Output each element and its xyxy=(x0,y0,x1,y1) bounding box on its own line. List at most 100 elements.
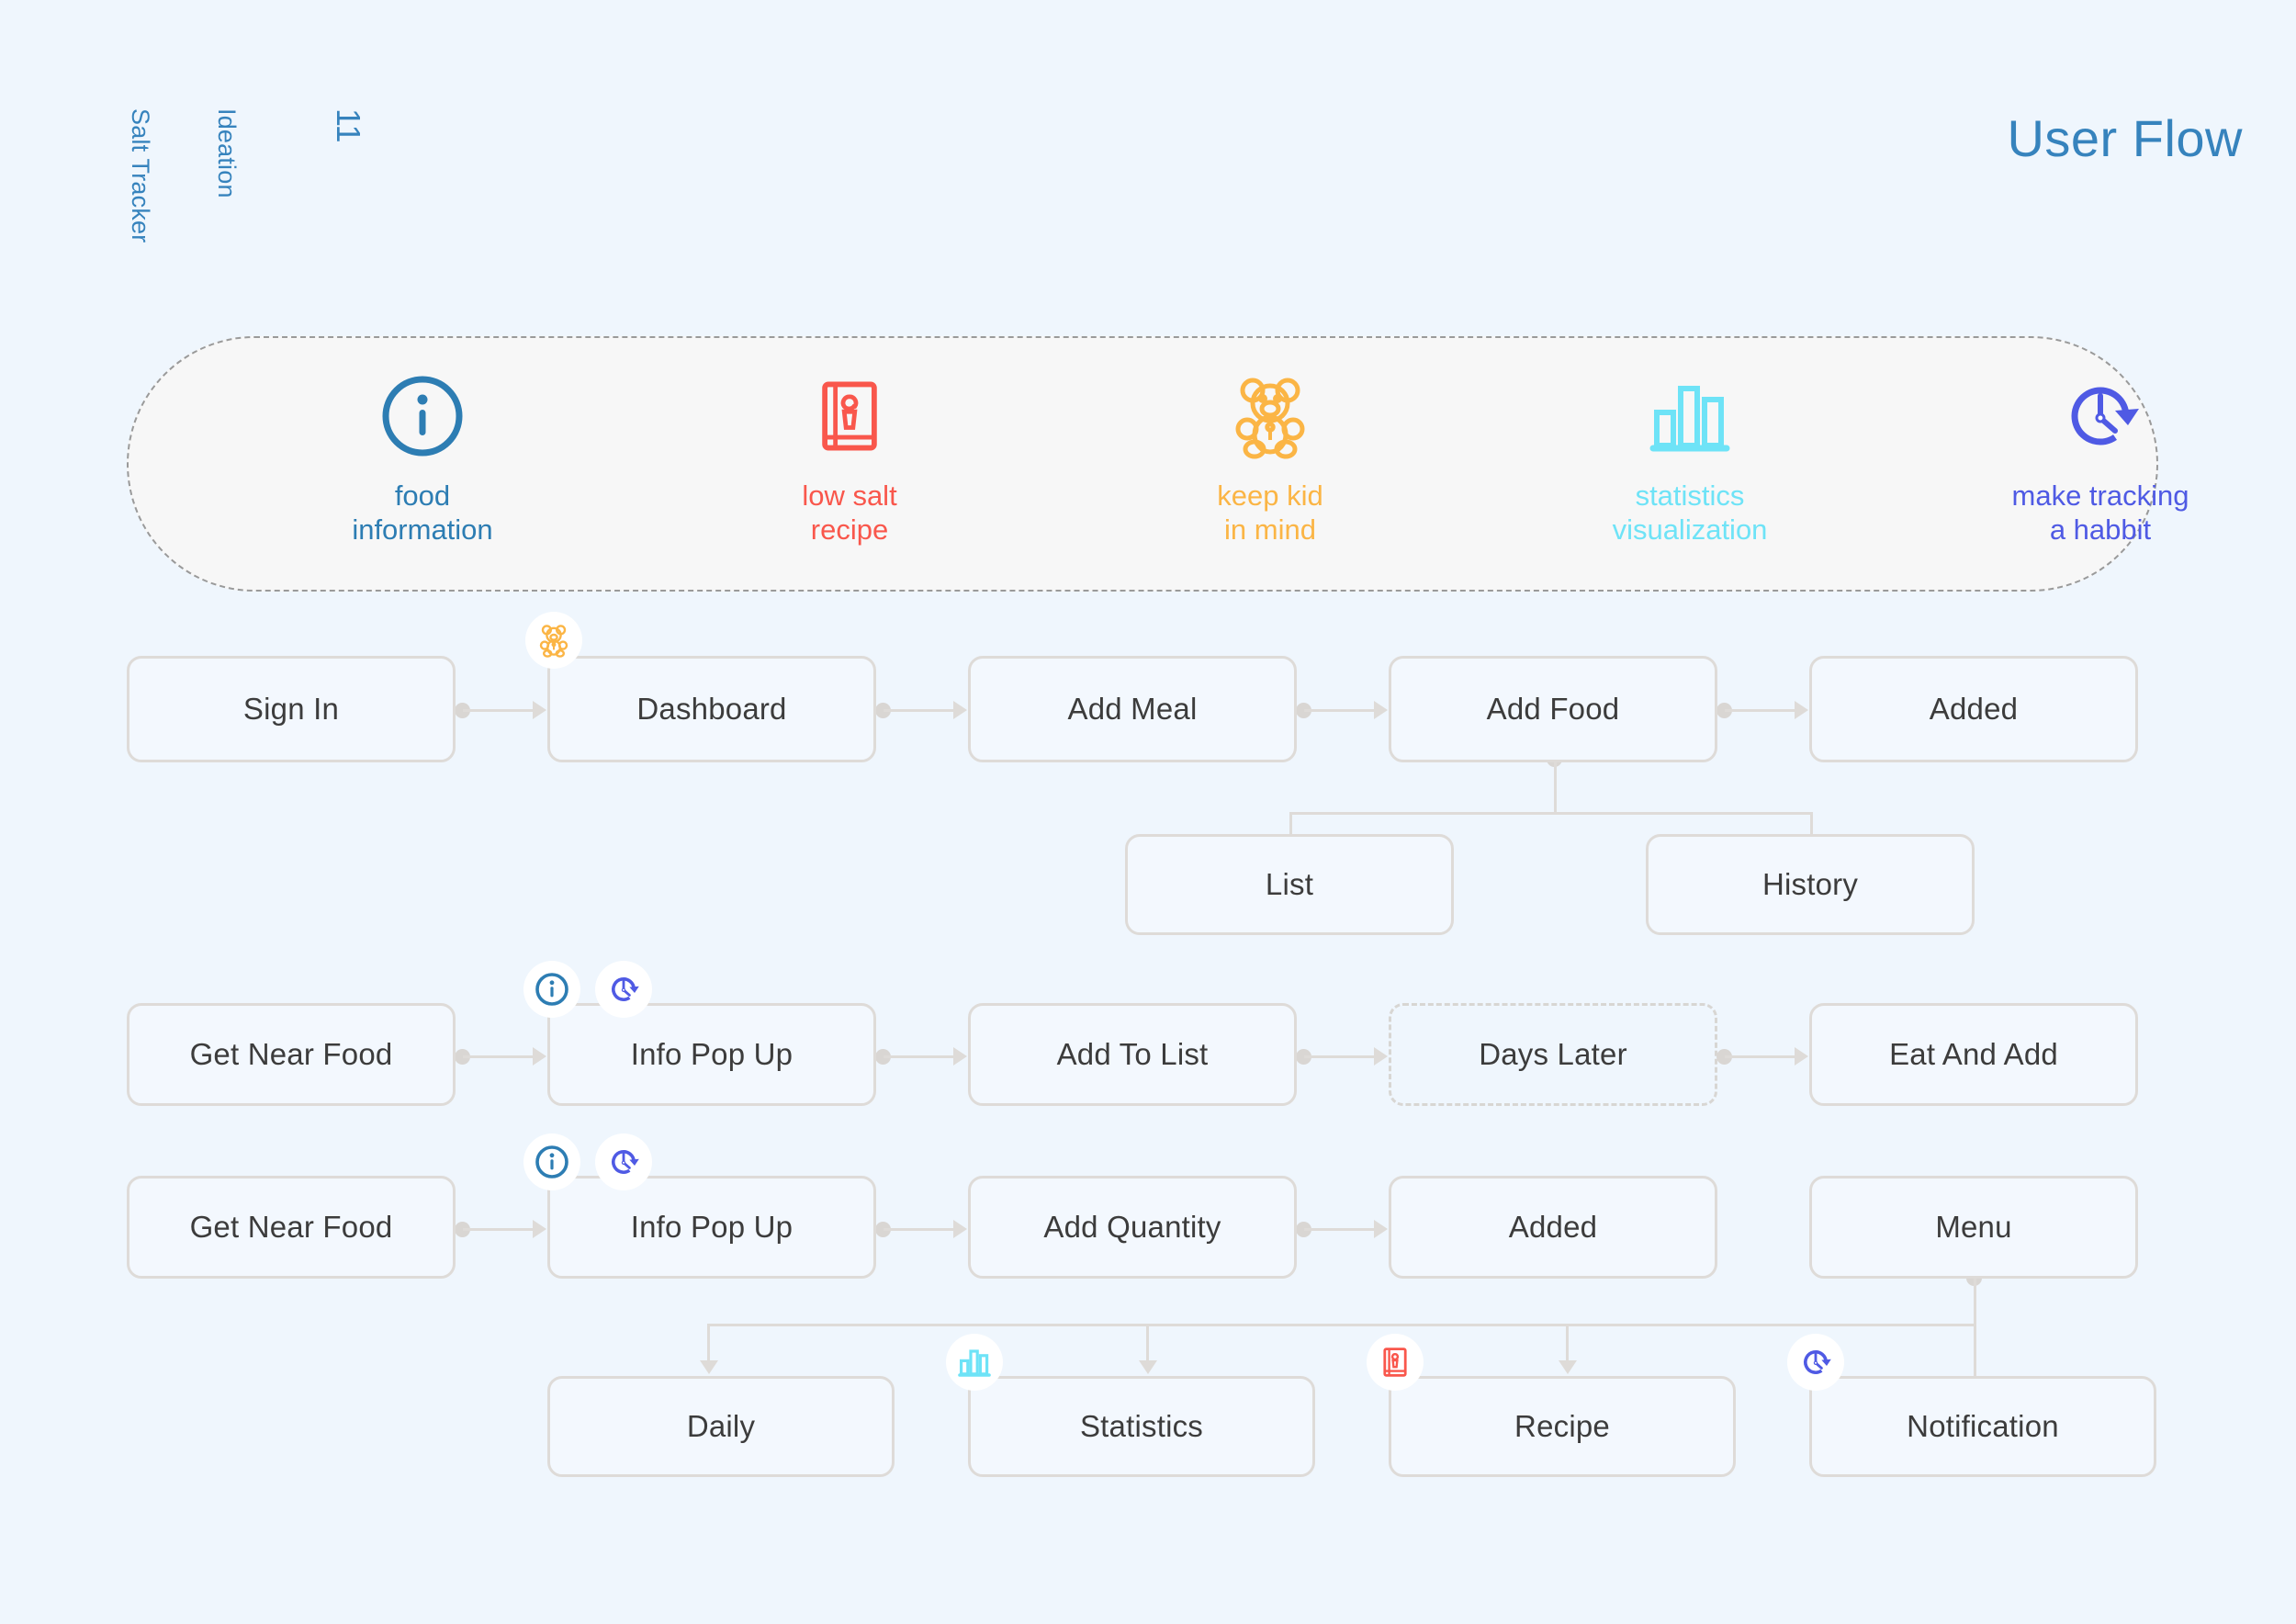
connector-line xyxy=(1566,1324,1569,1365)
feature-make-tracking-a-habbit: make tracking a habbit xyxy=(1949,366,2252,547)
connector-line xyxy=(1304,1055,1378,1058)
clock-arrow-icon xyxy=(2054,366,2146,467)
connector-dot xyxy=(455,1049,470,1065)
connector-line xyxy=(1289,812,1813,815)
flow-node-get-near-food-1[interactable]: Get Near Food xyxy=(127,1003,456,1106)
node-label: Days Later xyxy=(1479,1037,1627,1071)
feature-label-line2: recipe xyxy=(810,513,889,546)
feature-food-information: food information xyxy=(271,366,574,547)
feature-label-line2: visualization xyxy=(1612,513,1768,546)
connector-line xyxy=(463,1228,536,1231)
connector-dot xyxy=(455,703,470,718)
node-label: Get Near Food xyxy=(189,1037,393,1071)
flow-node-eat-and-add[interactable]: Eat And Add xyxy=(1809,1003,2138,1106)
node-label: Add Meal xyxy=(1067,692,1198,726)
info-icon xyxy=(377,366,468,467)
node-label: Add Quantity xyxy=(1043,1210,1221,1244)
connector-line xyxy=(463,1055,536,1058)
connector-line xyxy=(1810,812,1813,852)
feature-label-line1: low salt xyxy=(802,479,897,512)
connector-line xyxy=(1146,1324,1149,1365)
connector-arrow xyxy=(1559,1360,1577,1374)
feature-keep-kid-in-mind: keep kid in mind xyxy=(1119,366,1422,547)
node-label: Daily xyxy=(686,1409,756,1443)
flow-node-add-meal[interactable]: Add Meal xyxy=(968,656,1297,762)
connector-arrow xyxy=(1139,1360,1157,1374)
connector-line xyxy=(884,709,957,712)
node-label: Dashboard xyxy=(636,692,787,726)
recipe-book-icon xyxy=(1367,1334,1424,1391)
flow-node-history[interactable]: History xyxy=(1646,834,1975,935)
connector-arrow xyxy=(1374,1047,1388,1066)
info-icon xyxy=(523,961,580,1018)
flow-node-sign-in[interactable]: Sign In xyxy=(127,656,456,762)
section-label: Ideation xyxy=(213,108,241,198)
flow-node-menu[interactable]: Menu xyxy=(1809,1176,2138,1279)
recipe-book-icon xyxy=(805,366,894,467)
node-label: List xyxy=(1265,867,1314,901)
feature-highlights-container: food information low salt recipe xyxy=(127,336,2189,592)
node-label: Get Near Food xyxy=(189,1210,393,1244)
flow-node-daily[interactable]: Daily xyxy=(547,1376,895,1477)
connector-arrow xyxy=(533,1220,546,1238)
node-label: Eat And Add xyxy=(1889,1037,2058,1071)
node-label: History xyxy=(1761,867,1859,901)
node-label: Info Pop Up xyxy=(630,1210,793,1244)
feature-label-line1: statistics xyxy=(1635,479,1745,512)
connector-arrow xyxy=(533,701,546,719)
connector-arrow xyxy=(1795,701,1808,719)
connector-line xyxy=(884,1055,957,1058)
flow-node-add-to-list[interactable]: Add To List xyxy=(968,1003,1297,1106)
node-label: Info Pop Up xyxy=(630,1037,793,1071)
node-label: Add Food xyxy=(1486,692,1620,726)
connector-dot xyxy=(1296,1222,1311,1237)
flow-node-info-pop-up-1[interactable]: Info Pop Up xyxy=(547,1003,876,1106)
teddy-bear-icon xyxy=(1224,366,1316,467)
connector-arrow xyxy=(1374,701,1388,719)
flow-node-dashboard[interactable]: Dashboard xyxy=(547,656,876,762)
connector-dot xyxy=(455,1222,470,1237)
feature-label-line1: food xyxy=(394,479,451,512)
connector-arrow xyxy=(1795,1047,1808,1066)
connector-line xyxy=(1289,812,1292,852)
flow-node-info-pop-up-2[interactable]: Info Pop Up xyxy=(547,1176,876,1279)
connector-line xyxy=(1304,1228,1378,1231)
connector-dot xyxy=(875,1049,891,1065)
page-title: User Flow xyxy=(2007,109,2243,167)
node-label: Sign In xyxy=(242,692,340,726)
flow-node-added[interactable]: Added xyxy=(1809,656,2138,762)
flow-node-days-later[interactable]: Days Later xyxy=(1389,1003,1717,1106)
flow-node-get-near-food-2[interactable]: Get Near Food xyxy=(127,1176,456,1279)
node-label: Notification xyxy=(1907,1409,2059,1443)
node-label: Statistics xyxy=(1079,1409,1204,1443)
connector-line xyxy=(463,709,536,712)
node-label: Added xyxy=(1508,1210,1598,1244)
flow-node-statistics[interactable]: Statistics xyxy=(968,1376,1315,1477)
flow-node-recipe[interactable]: Recipe xyxy=(1389,1376,1736,1477)
flow-node-list[interactable]: List xyxy=(1125,834,1454,935)
node-label: Menu xyxy=(1935,1210,2012,1244)
project-label: Salt Tracker xyxy=(127,108,154,243)
page-number: 11 xyxy=(330,108,367,143)
node-label: Recipe xyxy=(1514,1409,1610,1443)
flow-node-add-food[interactable]: Add Food xyxy=(1389,656,1717,762)
connector-dot xyxy=(1716,1049,1732,1065)
connector-line xyxy=(884,1228,957,1231)
node-label: Add To List xyxy=(1056,1037,1209,1071)
feature-label-line2: in mind xyxy=(1224,513,1316,546)
connector-dot xyxy=(1296,703,1311,718)
flow-node-add-quantity[interactable]: Add Quantity xyxy=(968,1176,1297,1279)
connector-dot xyxy=(875,1222,891,1237)
bar-chart-icon xyxy=(1644,366,1736,467)
feature-label-line1: make tracking xyxy=(2011,479,2189,512)
connector-line xyxy=(707,1324,1976,1326)
connector-arrow xyxy=(700,1360,718,1374)
feature-label-line2: a habbit xyxy=(2049,513,2152,546)
feature-label-line2: information xyxy=(352,513,493,546)
flow-node-notification[interactable]: Notification xyxy=(1809,1376,2156,1477)
connector-arrow xyxy=(953,701,967,719)
flow-node-added-2[interactable]: Added xyxy=(1389,1176,1717,1279)
clock-arrow-icon xyxy=(1787,1334,1844,1391)
connector-line xyxy=(1725,709,1798,712)
connector-arrow xyxy=(953,1047,967,1066)
